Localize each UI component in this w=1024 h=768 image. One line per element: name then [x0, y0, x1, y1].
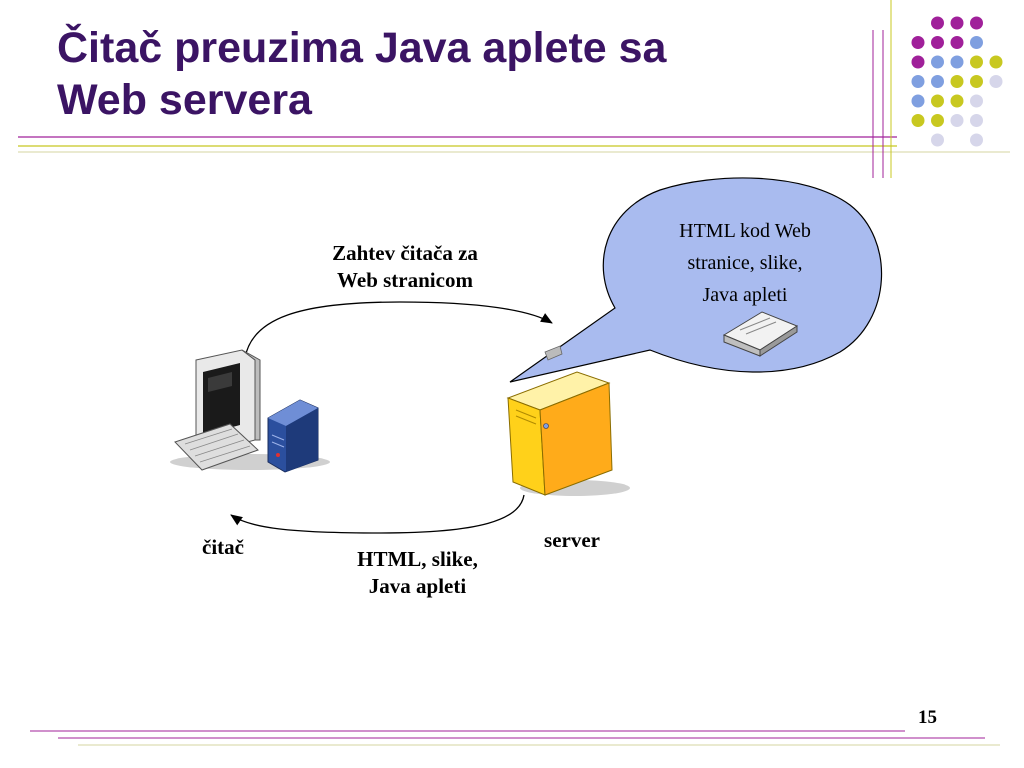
decoration-dot — [970, 114, 983, 127]
dot-grid-decoration — [911, 16, 1003, 147]
decoration-dot — [970, 55, 983, 69]
request-label-line-1: Zahtev čitača za — [332, 241, 478, 265]
response-label: HTML, slike, Java apleti — [315, 546, 520, 600]
request-arrow — [244, 301, 553, 359]
decoration-dot — [931, 36, 944, 49]
title-line-1: Čitač preuzima Java aplete sa — [57, 24, 667, 72]
decoration-dot — [911, 36, 925, 49]
decoration-dot — [911, 114, 925, 127]
bubble-line-3: Java apleti — [702, 284, 788, 306]
decoration-dot — [950, 55, 964, 69]
response-label-line-2: Java apleti — [368, 574, 467, 598]
decoration-dot — [950, 36, 964, 49]
title-line-2: Web servera — [57, 76, 312, 124]
decoration-dot — [970, 133, 983, 147]
decoration-dot — [989, 55, 1003, 69]
decoration-dot — [950, 114, 964, 127]
page-number: 15 — [918, 707, 937, 728]
decoration-dot — [950, 75, 964, 88]
bubble-line-1: HTML kod Web — [679, 220, 811, 242]
response-label-line-1: HTML, slike, — [357, 547, 478, 571]
decoration-dot — [931, 94, 944, 108]
decoration-dot — [970, 75, 983, 88]
bubble-text: HTML kod Web stranice, slike, Java aplet… — [640, 215, 850, 311]
response-arrow — [230, 494, 525, 534]
decoration-dot — [911, 94, 925, 108]
decoration-dot — [931, 133, 944, 147]
decoration-dot — [931, 16, 944, 30]
decoration-dot — [950, 94, 964, 108]
request-label: Zahtev čitača za Web stranicom — [300, 240, 510, 294]
bubble-line-2: stranice, slike, — [687, 252, 803, 274]
client-computer-icon — [170, 349, 330, 473]
server-icon — [506, 345, 630, 496]
decoration-dot — [970, 36, 983, 49]
decoration-dot — [931, 75, 944, 88]
decoration-dot — [970, 16, 983, 30]
decoration-dot — [931, 55, 944, 69]
decoration-dot — [911, 75, 925, 88]
decoration-dot — [970, 94, 983, 108]
disk-drive-icon — [722, 311, 799, 357]
client-label: čitač — [202, 535, 244, 559]
request-label-line-2: Web stranicom — [337, 268, 473, 292]
decoration-dot — [911, 55, 925, 69]
server-label: server — [544, 528, 600, 552]
decoration-dot — [931, 114, 944, 127]
slide-title: Čitač preuzima Java aplete sa Web server… — [57, 22, 817, 126]
decoration-dot — [989, 75, 1003, 88]
decoration-dot — [950, 16, 964, 30]
